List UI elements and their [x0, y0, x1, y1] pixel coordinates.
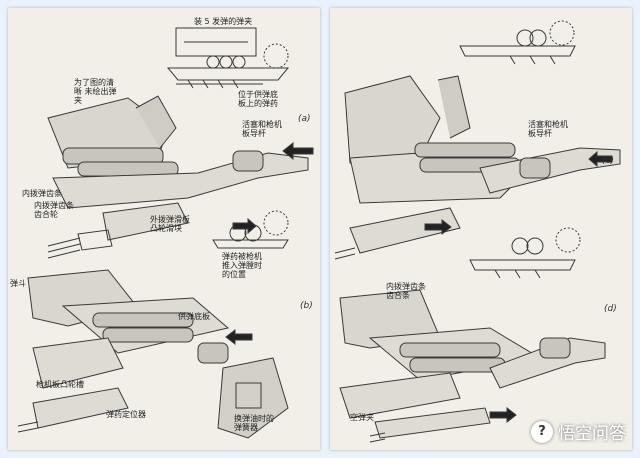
- right-page-diagram: [334, 20, 621, 443]
- label-inner-feed-gear: 内拨弹齿条齿合轮: [34, 201, 74, 219]
- label-top-clip: 装 5 发弹的弹夹: [194, 17, 253, 26]
- label-detachable-mag: 换弹油时的弹簧器: [234, 414, 274, 432]
- panel-label-c: (c): [602, 156, 614, 166]
- label-follower-rounds: 位于供弹底板上的弹药: [238, 90, 278, 108]
- speech-bubble-glyph: ?: [538, 424, 546, 439]
- left-page-diagram: [17, 27, 314, 439]
- detachable-magazine: [217, 357, 289, 439]
- label-bolt-cam-track: 枪机板凸轮槽: [36, 380, 84, 389]
- receiver-housing-c: [344, 75, 441, 164]
- watermark-text: 悟空问答: [558, 424, 626, 444]
- panel-label-d: (d): [604, 304, 617, 314]
- panel-label-b: (b): [300, 301, 313, 311]
- left-page: 装 5 发弹的弹夹 为了图的清晰 未绘出弹夹 活塞和枪机板导杆 位于供弹底板上的…: [8, 8, 320, 450]
- label-clip: 空弹夹: [350, 413, 374, 422]
- right-page: 活塞和枪机板导杆 内拨弹齿条齿合条 空弹夹 (c) (d): [330, 8, 632, 450]
- panel-label-a: (a): [298, 114, 311, 124]
- label-inner-spring-gear: 内拨弹齿条齿合条: [386, 282, 426, 300]
- label-cartridge-locator: 弹药定位器: [106, 410, 146, 419]
- speech-bubble-icon: ?: [531, 420, 553, 443]
- label-cartridge-push: 弹药被枪机推入弹膛时的位置: [222, 252, 262, 279]
- label-feed-base-plate: 供弹底板: [178, 312, 210, 321]
- label-ejector-cam: 外拨弹滑板凸轮滑块: [150, 215, 190, 233]
- label-bolt-guide-right: 活塞和枪机板导杆: [528, 120, 568, 138]
- label-bolt-guide: 活塞和枪机板导杆: [242, 120, 282, 138]
- watermark: ? 悟空问答: [531, 419, 626, 444]
- label-inner-spring-stop: 内拨弹齿条: [22, 189, 62, 198]
- clip-outline: [175, 27, 257, 57]
- label-pawl: 为了图的清晰 未绘出弹夹: [74, 78, 117, 105]
- label-hopper: 弹斗: [10, 279, 26, 288]
